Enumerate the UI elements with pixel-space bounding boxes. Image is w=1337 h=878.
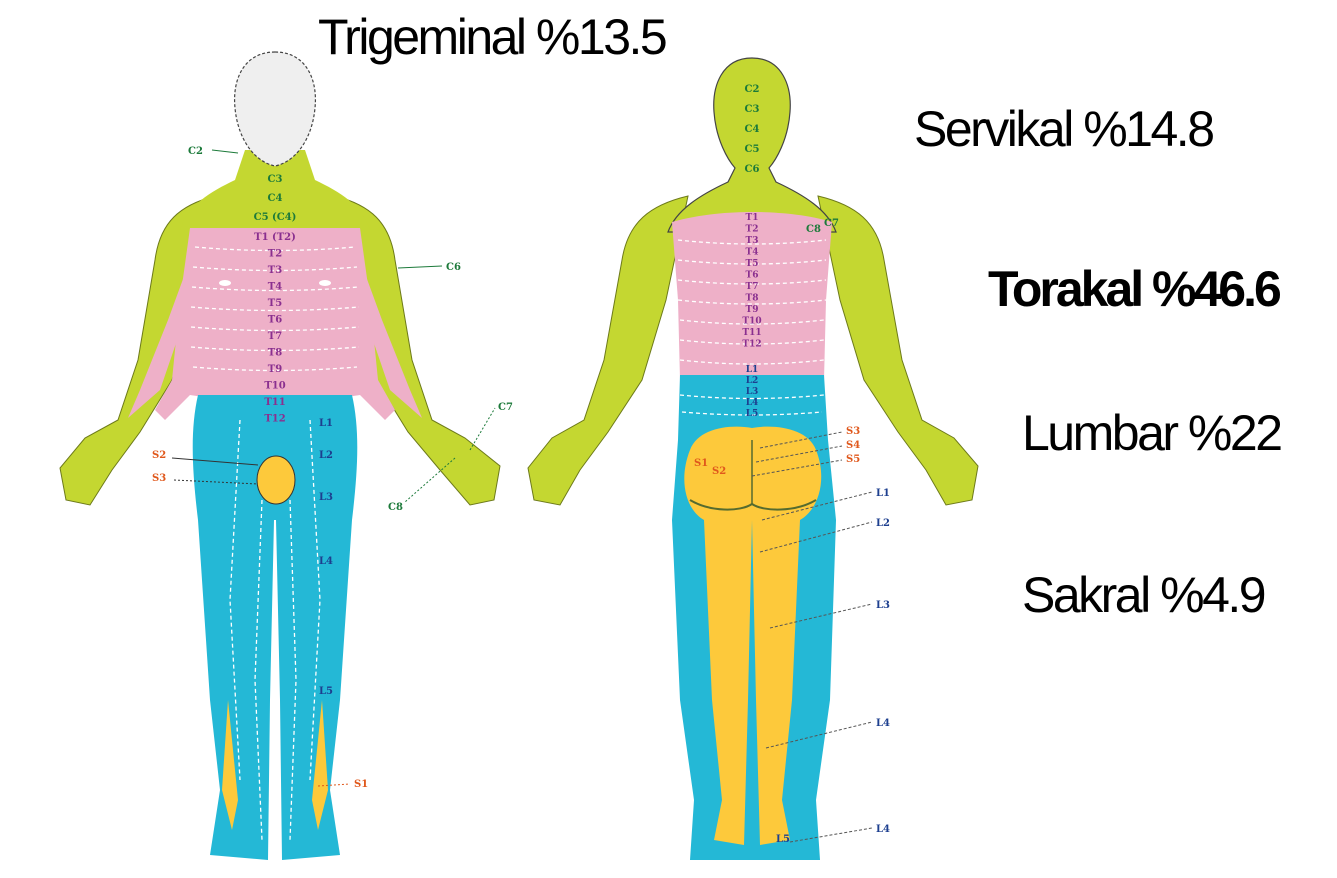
front-left-nipple: [219, 280, 231, 286]
front-right-nipple: [319, 280, 331, 286]
back-cervical-label-4: C6: [745, 164, 760, 175]
callout-c2: C2: [188, 146, 203, 157]
back-callout-s4: S4: [846, 440, 860, 451]
back-c7-label: C7: [824, 218, 839, 229]
back-cervical-label-0: C2: [745, 84, 760, 95]
front-cervical-label-0: C3: [268, 174, 283, 185]
back-thoracic-label-8: T9: [746, 305, 759, 315]
front-thoracic-label-10: T11: [264, 397, 285, 408]
front-lumbar-label-2: L3: [319, 492, 333, 503]
front-lumbar-label-3: L4: [319, 556, 333, 567]
back-callout-l2: L2: [876, 518, 890, 529]
front-thoracic-label-1: T2: [268, 249, 282, 260]
front-thoracic-label-2: T3: [268, 265, 282, 276]
front-thoracic-label-9: T10: [264, 381, 285, 392]
back-callout-l3: L3: [876, 600, 890, 611]
back-lumbar-label-2: L3: [746, 387, 759, 397]
back-thoracic-label-3: T4: [746, 248, 759, 258]
back-lumbar-label-3: L4: [746, 398, 759, 408]
back-thoracic-label-11: T12: [742, 340, 761, 350]
front-cervical-label-1: C4: [268, 193, 283, 204]
back-s2-label: S2: [712, 466, 726, 477]
front-thoracic-label-8: T9: [268, 364, 282, 375]
front-lumbar-label-4: L5: [319, 686, 333, 697]
back-lumbar-label-4: L5: [746, 409, 759, 419]
front-thoracic-label-7: T8: [268, 348, 282, 359]
back-cervical-label-1: C3: [745, 104, 760, 115]
back-left-arm: [528, 196, 688, 505]
back-thoracic-label-1: T2: [746, 225, 759, 235]
back-figure: [528, 58, 978, 860]
back-right-arm: [818, 196, 978, 505]
front-thoracic-label-4: T5: [268, 298, 282, 309]
back-callout-l1: L1: [876, 488, 890, 499]
back-thoracic-label-5: T6: [746, 271, 759, 281]
front-lumbar-label-0: L1: [319, 418, 333, 429]
callout-c6: C6: [446, 262, 461, 273]
callout-s3: S3: [152, 473, 166, 484]
back-lumbar-label-0: L1: [746, 365, 759, 375]
front-thoracic-label-0: T1 (T2): [254, 232, 296, 243]
front-thoracic-label-11: T12: [264, 414, 285, 425]
back-thoracic-label-9: T10: [742, 317, 761, 327]
front-head: [235, 52, 316, 166]
front-sacral-patch: [257, 456, 295, 504]
front-lumbar-label-1: L2: [319, 450, 333, 461]
back-thoracic-label-4: T5: [746, 259, 759, 269]
back-foot-label: L5: [776, 834, 790, 845]
back-thoracic-label-10: T11: [742, 328, 761, 338]
back-s1-label: S1: [694, 458, 708, 469]
back-c8-label: C8: [806, 224, 821, 235]
back-callout-l4: L4: [876, 718, 890, 729]
callout-s2: S2: [152, 450, 166, 461]
back-thoracic-label-2: T3: [746, 236, 759, 246]
front-thoracic-label-3: T4: [268, 282, 282, 293]
back-lumbar-label-1: L2: [746, 376, 759, 386]
front-cervical-label-2: C5 (C4): [254, 212, 297, 223]
back-thoracic-label-7: T8: [746, 294, 759, 304]
back-callout-l4-foot: L4: [876, 824, 890, 835]
back-thoracic-label-0: T1: [746, 213, 759, 223]
callout-s1: S1: [354, 779, 368, 790]
back-thoracic-label-6: T7: [746, 282, 759, 292]
callout-c8: C8: [388, 502, 403, 513]
back-cervical-label-2: C4: [745, 124, 760, 135]
back-callout-s3: S3: [846, 426, 860, 437]
back-callout-s5: S5: [846, 454, 860, 465]
front-thoracic-label-6: T7: [268, 331, 282, 342]
callout-c7: C7: [498, 402, 513, 413]
back-cervical-label-3: C5: [745, 144, 760, 155]
front-thoracic-label-5: T6: [268, 315, 282, 326]
